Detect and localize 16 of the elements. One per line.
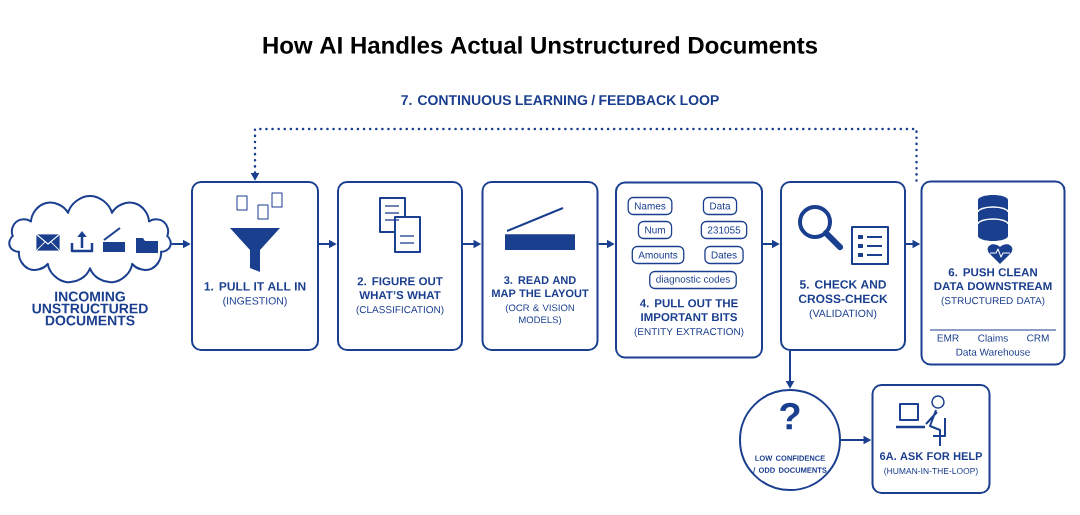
- field-chip: Dates: [704, 245, 744, 265]
- field-chip: Amounts: [631, 245, 685, 265]
- process-box: 6. PUSH CLEAN DATA DOWNSTREAM (STRUCTURED DATA) EMR Claims CRM Data Warehouse: [920, 180, 1066, 366]
- process-box: 2. FIGURE OUT WHAT’S WHAT (CLASSIFICATION): [337, 181, 463, 351]
- node-label: INCOMING UNSTRUCTURED DOCUMENTS: [32, 291, 148, 326]
- field-chip: Num: [637, 220, 673, 240]
- process-box: 5. CHECK AND CROSS-CHECK (VALIDATION): [780, 181, 906, 351]
- field-chip: Data: [702, 196, 738, 216]
- field-chip: 231055: [700, 220, 748, 240]
- process-box: 6A. ASK FOR HELP (HUMAN-IN-THE-LOOP): [871, 384, 991, 494]
- edge-label: 7. CONTINUOUS LEARNING / FEEDBACK LOOP: [396, 91, 724, 109]
- process-box: 3. READ AND MAP THE LAYOUT (OCR & VISION MODELS): [481, 181, 599, 351]
- field-chip: diagnostic codes: [649, 270, 737, 290]
- field-chip: Names: [627, 196, 673, 216]
- title: How AI Handles Actual Unstructured Documents: [263, 36, 818, 54]
- process-box: 1. PULL IT ALL IN (INGESTION): [191, 181, 319, 351]
